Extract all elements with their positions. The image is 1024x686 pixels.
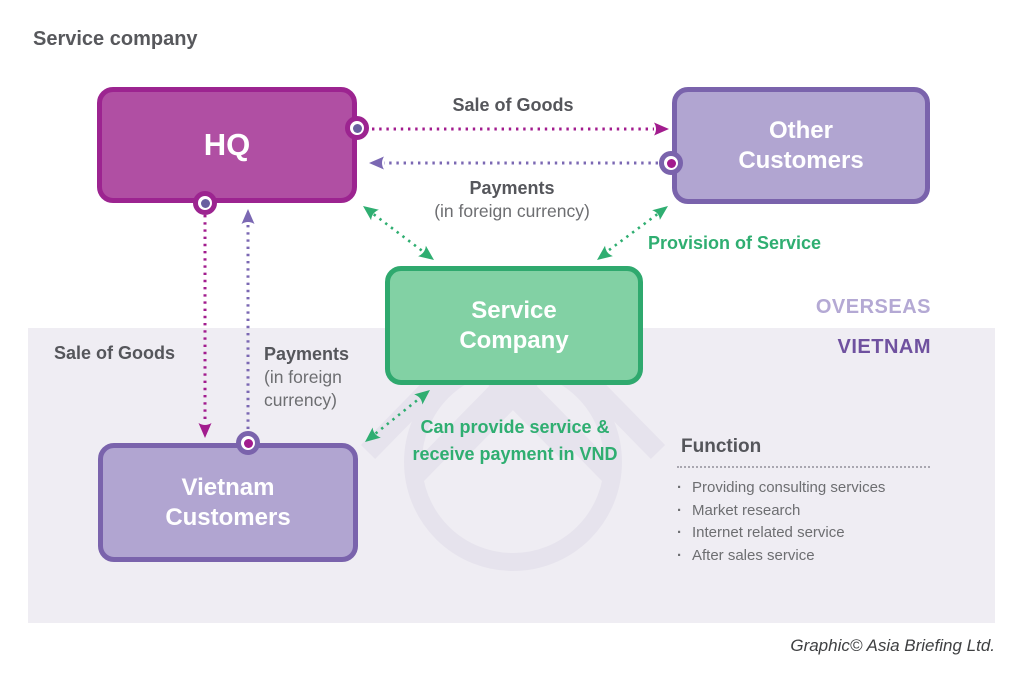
arrowhead-to-service-company: [597, 245, 613, 260]
vietnam-customers-box: Vietnam Customers: [98, 443, 358, 562]
diagram-title: Service company: [33, 28, 198, 50]
connector-inner-dot: [352, 123, 362, 133]
credit-text: Graphic© Asia Briefing Ltd.: [790, 636, 995, 655]
function-list-item: Providing consulting services: [677, 477, 957, 500]
arrowhead-to-other-customers: [652, 206, 668, 220]
provision-of-service-label: Provision of Service: [648, 233, 822, 253]
function-list-item: After sales service: [677, 545, 957, 568]
function-separator: [677, 466, 930, 468]
vietnam-region-label: VIETNAM: [837, 336, 931, 358]
payments-top-subtitle: (in foreign currency): [434, 201, 590, 221]
hq-bottom-connector-dot: [193, 191, 217, 215]
payments-top-label: Payments (in foreign currency): [392, 177, 632, 223]
hq-box: HQ: [97, 87, 357, 203]
sale-of-goods-top-label: Sale of Goods: [452, 95, 574, 115]
arrowhead-to-hq: [363, 206, 379, 221]
arrowhead-up: [241, 209, 255, 224]
function-list-item: Internet related service: [677, 522, 957, 545]
hq-box-label: HQ: [203, 127, 251, 163]
other-customers-box: Other Customers: [672, 87, 930, 204]
other-customers-box-label: Other Customers: [738, 117, 864, 174]
sale-of-goods-left-label: Sale of Goods: [54, 343, 176, 363]
connector-inner-dot: [243, 438, 253, 448]
other-customers-left-connector-dot: [659, 151, 683, 175]
overseas-region-label: OVERSEAS: [815, 296, 931, 318]
function-list-item: Market research: [677, 500, 957, 523]
connector-inner-dot: [666, 158, 676, 168]
payments-left-title: Payments: [264, 344, 350, 364]
service-company-box: Service Company: [385, 266, 643, 385]
payments-left-label: Payments (in foreign currency): [264, 343, 384, 412]
hq-right-connector-dot: [345, 116, 369, 140]
function-heading: Function: [681, 436, 762, 457]
vietnam-customers-box-label: Vietnam Customers: [165, 474, 291, 531]
service-company-box-label: Service Company: [459, 297, 569, 354]
payments-left-subtitle: (in foreign currency): [264, 367, 342, 410]
function-list: Providing consulting services Market res…: [677, 477, 957, 567]
vietnam-customers-top-connector-dot: [236, 431, 260, 455]
arrowhead-to-service-company: [418, 245, 434, 260]
can-provide-service-label: Can provide service & receive payment in…: [412, 417, 618, 464]
arrowhead-right: [654, 122, 669, 136]
payments-top-title: Payments: [469, 178, 555, 198]
connector-inner-dot: [200, 198, 210, 208]
arrowhead-left: [369, 156, 384, 170]
